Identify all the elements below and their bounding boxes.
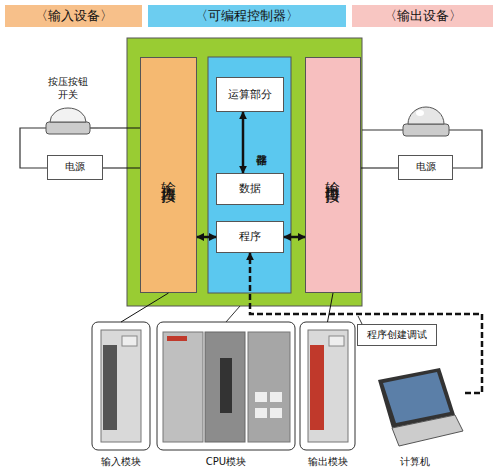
terminal-block [103,345,117,430]
module-body [101,330,141,442]
process-box: 运算部分 [216,77,284,112]
connector [284,236,305,239]
node-text: 输入模块 [101,456,141,469]
module-led [270,408,282,418]
callout-tail [358,316,362,324]
lamp-base [403,124,449,136]
wire [362,129,403,130]
node-text: 计算机 [400,456,430,469]
node-text: 电源 [416,161,436,174]
photo-frame [300,322,355,450]
node-text: CPU模块 [206,456,246,469]
node-text: 输出接口 [324,169,343,181]
node-text: 〈输入设备〉 [35,8,113,24]
terminal-block [310,345,324,430]
node-text: 运算部分 [228,88,272,102]
logo-mark [167,336,187,341]
node-text: 输入接口 [159,169,178,181]
node-text: 按压按钮 开关 [43,76,93,101]
node-text: 电源 [65,161,85,174]
callout-box: 程序创建调试 [357,324,437,346]
photo-frame [157,322,295,450]
connector [250,253,482,393]
connector [98,127,140,128]
node-text: 〈可编程控制器〉 [195,8,299,24]
cpu-column [208,57,291,293]
connector [197,236,216,239]
module-photo: 输入模块 [92,322,150,470]
push-button: 按压按钮 开关 [38,76,98,138]
button-dome [50,108,86,122]
power-box: 电源 [398,155,453,180]
computer: 计算机 [365,365,465,470]
wire [90,127,98,128]
part-label: 存储器 [251,120,269,172]
plc-frame [127,38,362,306]
power-box: 电源 [47,155,103,180]
connector [121,293,169,322]
module-led [122,336,137,346]
io-unit [248,332,290,442]
connector [103,167,140,168]
photo-frame [92,322,150,450]
module-led [255,392,267,402]
cpu-body [205,332,245,442]
node-text: 程序 [239,230,261,244]
connector [242,112,245,173]
module-body [308,330,348,442]
lamp-highlight [416,110,424,116]
interface-box: 输入接口 [140,57,197,293]
wire [20,128,47,168]
process-box: 数据 [216,173,284,205]
header-band: 〈输入设备〉 [5,5,142,27]
leader-line [226,306,240,322]
module-photo: CPU模块 [157,322,295,470]
interface-box: 输出接口 [305,57,361,293]
header-band: 〈可编程控制器〉 [148,5,346,27]
module-photo: 输出模块 [300,322,355,470]
process-box: 程序 [216,221,284,253]
connector-port [220,358,232,413]
node-text: 程序创建调试 [367,329,427,342]
connector [361,167,398,168]
power-unit [163,332,203,442]
module-led [329,336,344,346]
header-band: 〈输出设备〉 [352,5,493,27]
laptop-base [392,415,463,446]
module-led [255,408,267,418]
node-text: 〈输出设备〉 [384,8,462,24]
node-text: 输出模块 [308,456,348,469]
connector [328,293,334,322]
lamp-dome [408,107,444,124]
laptop-display [383,372,450,423]
wire [449,130,482,168]
node-text: 数据 [239,182,261,196]
module-led [270,392,282,402]
button-base [46,122,90,134]
